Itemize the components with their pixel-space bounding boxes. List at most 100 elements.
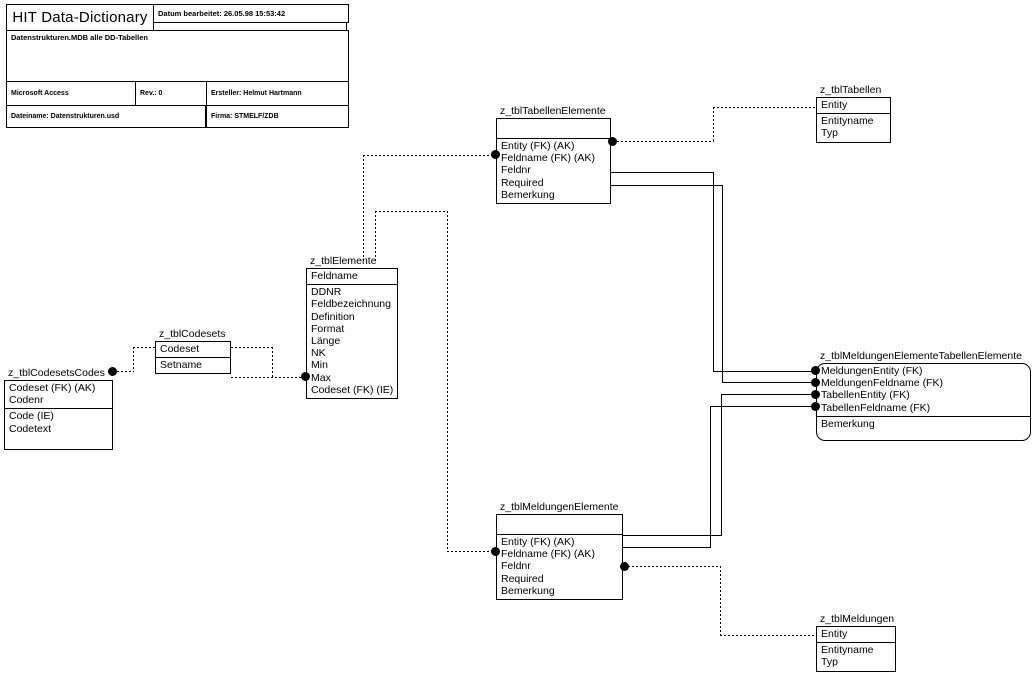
key-row: MeldungenEntity (FK) [821, 365, 923, 377]
connector-te-met-h1b [713, 371, 812, 372]
entity-z_tblCodesetsCodes[interactable]: z_tblCodesetsCodes Codeset (FK) (AK) Cod… [4, 367, 113, 450]
relationship-dot-met-fk1 [811, 366, 820, 375]
connector-tabellenelemente-tabellen-h2 [713, 107, 816, 108]
revision-label: Rev.: 0 [140, 90, 163, 97]
entity-attr-section-z_tblMeldungenElemente: Entity (FK) (AK) Feldname (FK) (AK) Feld… [497, 535, 622, 599]
attribute-row: Feldname (FK) (AK) [501, 548, 595, 561]
filename-label: Dateiname: Datenstrukturen.usd [11, 113, 120, 120]
key-row: MeldungenFeldname (FK) [821, 377, 943, 390]
connector-codesets-codes-h1 [133, 347, 155, 348]
relationship-dot-met-fk2 [811, 378, 820, 387]
connector-tabellenelemente-tabellen-h1 [617, 141, 714, 142]
entity-name-z_tblCodesetsCodes: z_tblCodesetsCodes [8, 367, 105, 379]
entity-attr-section-z_tblElemente: DDNR Feldbezeichnung Definition Format L… [307, 285, 397, 398]
connector-me-meldungen-h2 [720, 635, 816, 636]
subject-label: Datenstrukturen.MDB alle DD-Tabellen [11, 33, 148, 42]
relationship-dot-tabellenelemente-left [491, 150, 500, 159]
entity-box-z_tblElemente: Feldname DDNR Feldbezeichnung Definition… [306, 268, 398, 400]
entity-name-z_tblMeldungenElementeTabellenElemente: z_tblMeldungenElementeTabellenElemente [820, 350, 1022, 362]
title-block-tool-cell: Microsoft Access [6, 81, 136, 106]
attribute-row: Bemerkung [501, 188, 555, 201]
entity-z_tblMeldungenElementeTabellenElemente[interactable]: z_tblMeldungenElementeTabellenElemente M… [816, 350, 1031, 442]
connector-me-met-h1b [721, 394, 812, 395]
connector-me-met-h2b [710, 406, 812, 407]
entity-box-z_tblTabellenElemente: Entity (FK) (AK) Feldname (FK) (AK) Feld… [496, 118, 611, 205]
title-block-title-cell: HIT Data-Dictionary [6, 4, 154, 31]
entity-z_tblTabellen[interactable]: z_tblTabellen Entity Entityname Typ [816, 84, 891, 143]
entity-z_tblMeldungen[interactable]: z_tblMeldungen Entity Entityname Typ [816, 613, 896, 672]
entity-z_tblTabellenElemente[interactable]: z_tblTabellenElemente Entity (FK) (AK) F… [496, 105, 611, 205]
entity-box-z_tblTabellen: Entity Entityname Typ [816, 97, 891, 143]
title-block-author-cell: Ersteller: Helmut Hartmann [206, 81, 349, 106]
connector-te-met-v2 [722, 185, 723, 383]
entity-box-z_tblCodesetsCodes: Codeset (FK) (AK) Codenr Code (IE) Codet… [4, 380, 113, 450]
company-label: Firma: STMELF/ZDB [211, 113, 279, 120]
entity-attr-section-z_tblMeldungenElementeTabellenElemente: Bemerkung [817, 417, 1030, 440]
attribute-row: Bemerkung [501, 584, 555, 597]
connector-codesets-elemente-h [231, 377, 308, 378]
connector-me-elemente-h1 [447, 551, 497, 552]
connector-codesets-elemente-v [272, 347, 273, 378]
entity-key-section-z_tblCodesetsCodes: Codeset (FK) (AK) Codenr [5, 381, 112, 410]
connector-me-elemente-v2 [375, 211, 376, 263]
entity-key-section-z_tblCodesets: Codeset [156, 342, 230, 359]
title-block: HIT Data-Dictionary Datum bearbeitet: 26… [6, 4, 349, 128]
key-row: Codeset (FK) (AK) [9, 382, 96, 394]
entity-name-z_tblTabellenElemente: z_tblTabellenElemente [500, 105, 606, 117]
attribute-row: Required [501, 572, 544, 585]
relationship-dot-met-fk3 [811, 390, 820, 399]
diagram-title: HIT Data-Dictionary [12, 9, 148, 26]
entity-name-z_tblMeldungen: z_tblMeldungen [820, 613, 895, 625]
connector-me-met-v1 [721, 394, 722, 536]
connector-me-met-h1 [623, 535, 722, 536]
connector-me-elemente-v1 [447, 211, 448, 552]
entity-z_tblMeldungenElemente[interactable]: z_tblMeldungenElemente Entity (FK) (AK) … [496, 501, 623, 601]
title-block-revision-cell: Rev.: 0 [135, 81, 207, 106]
tool-label: Microsoft Access [11, 90, 69, 97]
key-row: TabellenFeldname (FK) [821, 401, 931, 414]
attribute-row: Länge [311, 335, 341, 348]
relationship-dot-meldungenelemente-left [491, 547, 500, 556]
connector-te-elemente-v [363, 155, 364, 263]
entity-z_tblElemente[interactable]: z_tblElemente Feldname DDNR Feldbezeichn… [306, 255, 398, 400]
relationship-dot-tabellenelemente-right [608, 137, 617, 146]
entity-attr-section-z_tblCodesetsCodes: Code (IE) Codetext [5, 409, 112, 448]
title-block-date-cell: Datum bearbeitet: 26.05.98 15:53:42 [153, 4, 349, 23]
entity-key-section-z_tblElemente: Feldname [307, 269, 397, 286]
attribute-row: Typ [821, 656, 838, 669]
entity-attr-section-z_tblTabellen: Entityname Typ [817, 114, 890, 141]
key-row: Codeset [160, 343, 200, 355]
connector-tabellenelemente-tabellen-v [713, 107, 714, 142]
entity-name-z_tblElemente: z_tblElemente [310, 255, 377, 267]
entity-key-section-z_tblTabellen: Entity [817, 98, 890, 115]
attribute-row: Bemerkung [821, 417, 875, 430]
relationship-dot-meldungenelemente-right [620, 562, 629, 571]
attribute-row: Setname [160, 359, 203, 372]
entity-box-z_tblMeldungenElemente: Entity (FK) (AK) Feldname (FK) (AK) Feld… [496, 514, 623, 601]
attribute-row: Codeset (FK) (IE) [311, 383, 394, 396]
key-row: TabellenEntity (FK) [821, 389, 910, 402]
attribute-row: Code (IE) [9, 410, 54, 423]
title-block-company-cell: Firma: STMELF/ZDB [206, 105, 349, 128]
connector-te-met-h2b [722, 382, 811, 383]
entity-key-section-z_tblMeldungenElementeTabellenElemente: MeldungenEntity (FK) MeldungenFeldname (… [817, 364, 1030, 417]
entity-box-z_tblMeldungenElementeTabellenElemente: MeldungenEntity (FK) MeldungenFeldname (… [816, 363, 1031, 442]
attribute-row: Entity (FK) (AK) [501, 536, 575, 548]
entity-name-z_tblTabellen: z_tblTabellen [820, 84, 882, 96]
connector-codesets-elemente-h2 [231, 347, 273, 348]
connector-te-met-h1 [611, 172, 714, 173]
entity-name-z_tblCodesets: z_tblCodesets [159, 328, 226, 340]
entity-attr-section-z_tblMeldungen: Entityname Typ [817, 643, 895, 670]
entity-z_tblCodesets[interactable]: z_tblCodesets Codeset Setname [155, 328, 231, 375]
key-row: Entity [821, 99, 848, 111]
connector-me-meldungen-v [720, 566, 721, 636]
attribute-row: Feldnr [501, 560, 531, 573]
attribute-row: Feldbezeichnung [311, 298, 391, 311]
entity-box-z_tblMeldungen: Entity Entityname Typ [816, 626, 896, 672]
attribute-row: DDNR [311, 286, 342, 299]
title-block-subject-cell: Datenstrukturen.MDB alle DD-Tabellen [6, 30, 349, 82]
entity-attr-section-z_tblTabellenElemente: Entity (FK) (AK) Feldname (FK) (AK) Feld… [497, 139, 610, 203]
attribute-row: Codetext [9, 422, 52, 435]
key-row: Codenr [9, 394, 44, 407]
attribute-row: Feldname (FK) (AK) [501, 152, 595, 165]
